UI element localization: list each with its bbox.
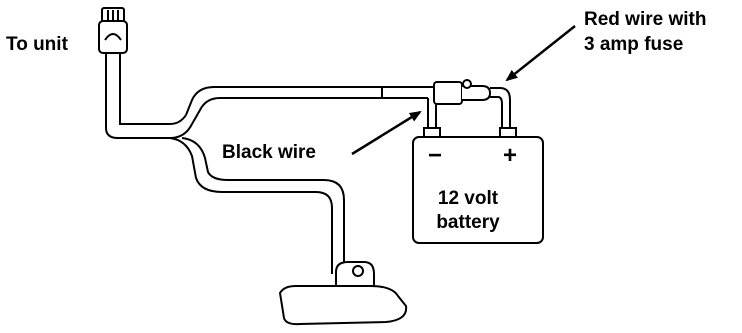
red-wire-label-line2: 3 amp fuse [584,34,683,55]
to-unit-label: To unit [6,34,69,55]
battery [412,127,544,244]
black-wire-label: Black wire [222,142,316,163]
unit-plug-connector [98,7,128,54]
battery-negative-sign: − [428,142,442,169]
red-wire-arrow [505,25,576,82]
battery-label-line2: battery [436,212,500,233]
red-wire-label-line1: Red wire with [584,9,706,30]
power-cable [185,86,435,125]
transducer-cable [169,137,345,274]
red-wire [490,87,511,128]
fuse-holder [433,79,492,105]
black-wire [427,98,437,128]
black-wire-arrow [351,110,422,156]
battery-positive-sign: + [503,142,517,169]
transducer [278,261,408,326]
battery-label-line1: 12 volt [438,188,499,209]
unit-cable [105,53,193,139]
